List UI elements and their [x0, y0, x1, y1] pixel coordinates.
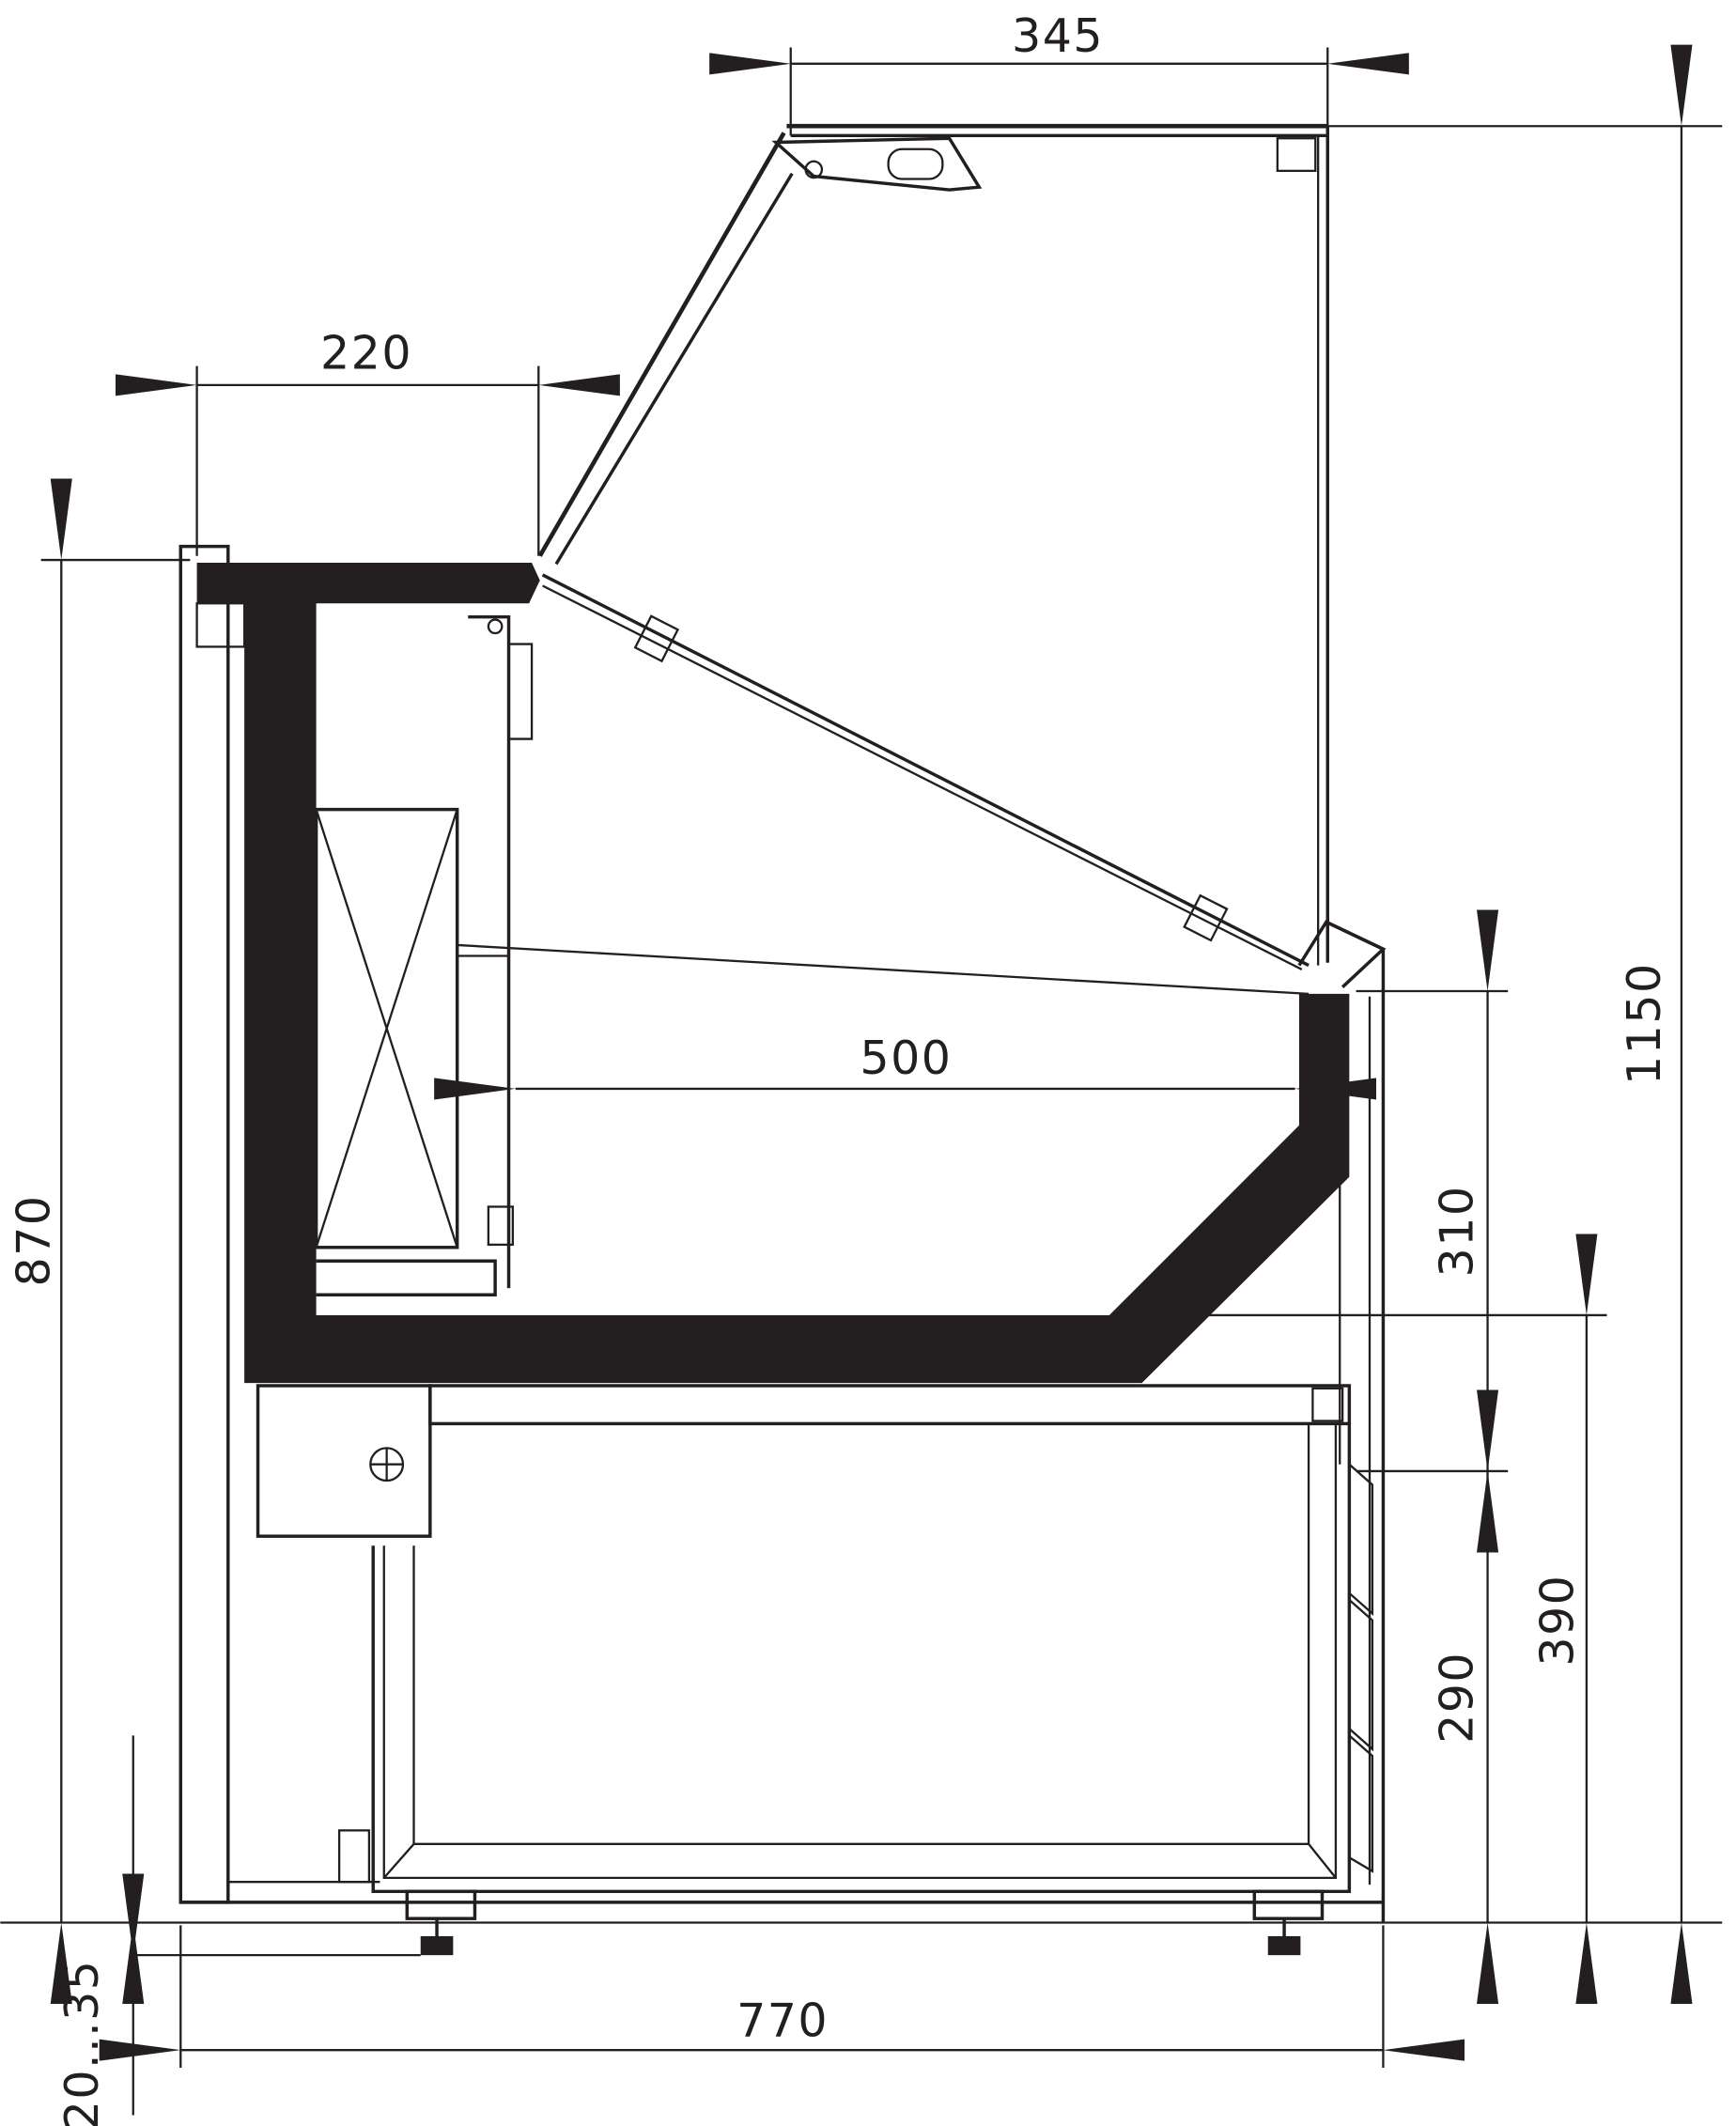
insulated-tub: [196, 562, 1350, 1384]
glass-canopy: [537, 123, 1387, 988]
adjustable-feet: [405, 1889, 1325, 1956]
dim-label-top-glass-width: 345: [1012, 8, 1104, 63]
dim-label-leg-adjust: 20...35: [54, 1960, 109, 2126]
dimension-lines: [50, 44, 1693, 2116]
lower-compartment: [256, 1384, 1374, 1894]
dim-label-total-depth: 770: [736, 1994, 829, 2048]
dim-label-worktop-depth: 220: [320, 326, 412, 380]
dim-label-height-total: 1150: [1617, 962, 1671, 1085]
evaporator: [314, 614, 1310, 1297]
dim-label-base-height: 290: [1430, 1652, 1484, 1744]
dim-label-lower-height: 390: [1529, 1575, 1584, 1667]
dim-label-display-depth: 500: [860, 1031, 952, 1085]
dim-label-height-body: 870: [6, 1195, 60, 1287]
dim-label-display-well-height: 310: [1430, 1185, 1484, 1277]
extension-lines: [0, 47, 1723, 2068]
